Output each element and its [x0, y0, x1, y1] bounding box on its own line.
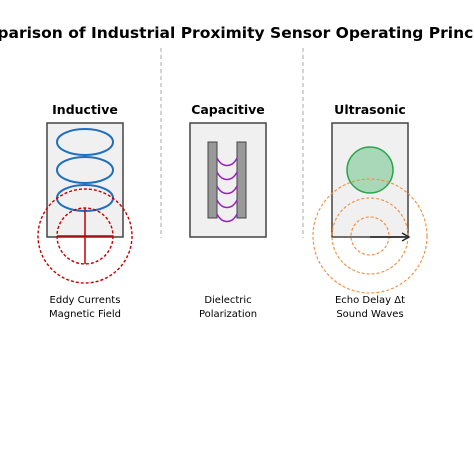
capacitive-field-wave	[216, 157, 238, 223]
capacitive-caption-line2: Polarization	[199, 309, 257, 320]
inductive-panel: Inductive Eddy Currents Magnetic Field	[37, 102, 133, 320]
ultrasonic-panel: Ultrasonic Echo Delay Δt Sound Waves	[312, 102, 428, 320]
inductive-coil-loop-1	[56, 128, 114, 156]
inductive-coil-loop-2	[56, 156, 114, 184]
capacitive-plate-left	[207, 141, 218, 219]
inductive-field-outer	[37, 188, 133, 284]
inductive-caption-line2: Magnetic Field	[49, 309, 121, 320]
ultrasonic-wave-inner	[350, 216, 390, 256]
ultrasonic-wave-outer	[312, 178, 428, 294]
capacitive-heading: Capacitive	[191, 102, 265, 117]
capacitive-plate-right	[236, 141, 247, 219]
ultrasonic-caption-line2: Sound Waves	[336, 309, 403, 320]
capacitive-caption-line1: Dielectric	[204, 295, 251, 306]
ultrasonic-heading: Ultrasonic	[334, 102, 406, 117]
inductive-caption-line1: Eddy Currents	[50, 295, 121, 306]
inductive-heading: Inductive	[52, 102, 118, 117]
ultrasonic-caption-line1: Echo Delay Δt	[335, 295, 405, 306]
diagram-title: Comparison of Industrial Proximity Senso…	[0, 24, 474, 42]
ultrasonic-target	[346, 146, 394, 194]
capacitive-panel: Capacitive Dielectric Polarization	[189, 102, 267, 320]
ultrasonic-echo-arrow-head	[401, 232, 411, 242]
